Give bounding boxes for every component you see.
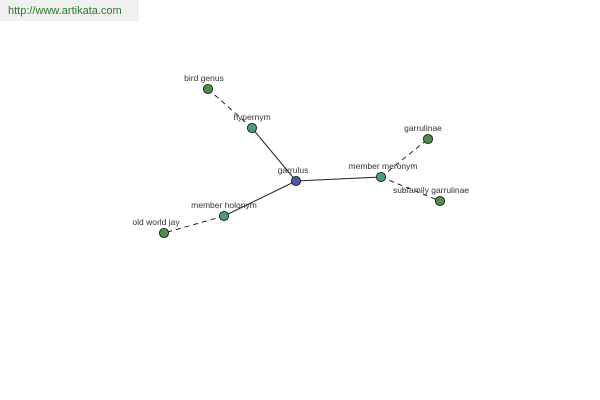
node-label-member-holonym[interactable]: member holonym bbox=[191, 200, 257, 210]
node-label-garrulinae[interactable]: garrulinae bbox=[404, 123, 442, 133]
node-label-old-world-jay[interactable]: old world jay bbox=[132, 217, 180, 227]
node-label-member-meronym[interactable]: member meronym bbox=[349, 161, 418, 171]
edge-garrulus-member-meronym bbox=[295, 176, 382, 182]
node-label-bird-genus[interactable]: bird genus bbox=[184, 73, 224, 83]
edges-layer bbox=[163, 88, 441, 234]
edge-hypernym-bird-genus bbox=[207, 88, 253, 129]
edge-member-meronym-subfamily-garrulinae bbox=[380, 176, 441, 202]
edge-garrulus-member-holonym bbox=[223, 180, 297, 217]
labels-layer: garrulus hypernym member meronym member hol… bbox=[132, 73, 469, 227]
node-member-meronym[interactable] bbox=[375, 171, 387, 183]
url-link[interactable]: http://www.artikata.com bbox=[8, 5, 122, 17]
node-subfamily-garrulinae[interactable] bbox=[434, 195, 446, 207]
url-banner: http://www.artikata.com bbox=[0, 0, 139, 21]
node-garrulus[interactable] bbox=[290, 175, 302, 187]
node-label-subfamily-garrulinae[interactable]: subfamily garrulinae bbox=[393, 185, 469, 195]
edge-member-meronym-garrulinae bbox=[380, 138, 429, 178]
node-bird-genus[interactable] bbox=[202, 83, 214, 95]
node-member-holonym[interactable] bbox=[218, 210, 230, 222]
node-garrulinae[interactable] bbox=[422, 133, 434, 145]
node-label-garrulus[interactable]: garrulus bbox=[278, 165, 309, 175]
node-hypernym[interactable] bbox=[246, 122, 258, 134]
node-old-world-jay[interactable] bbox=[158, 227, 170, 239]
edge-member-holonym-old-world-jay bbox=[163, 215, 225, 234]
edge-garrulus-hypernym bbox=[251, 127, 297, 182]
nodes-layer bbox=[158, 83, 446, 239]
node-label-hypernym[interactable]: hypernym bbox=[233, 112, 270, 122]
